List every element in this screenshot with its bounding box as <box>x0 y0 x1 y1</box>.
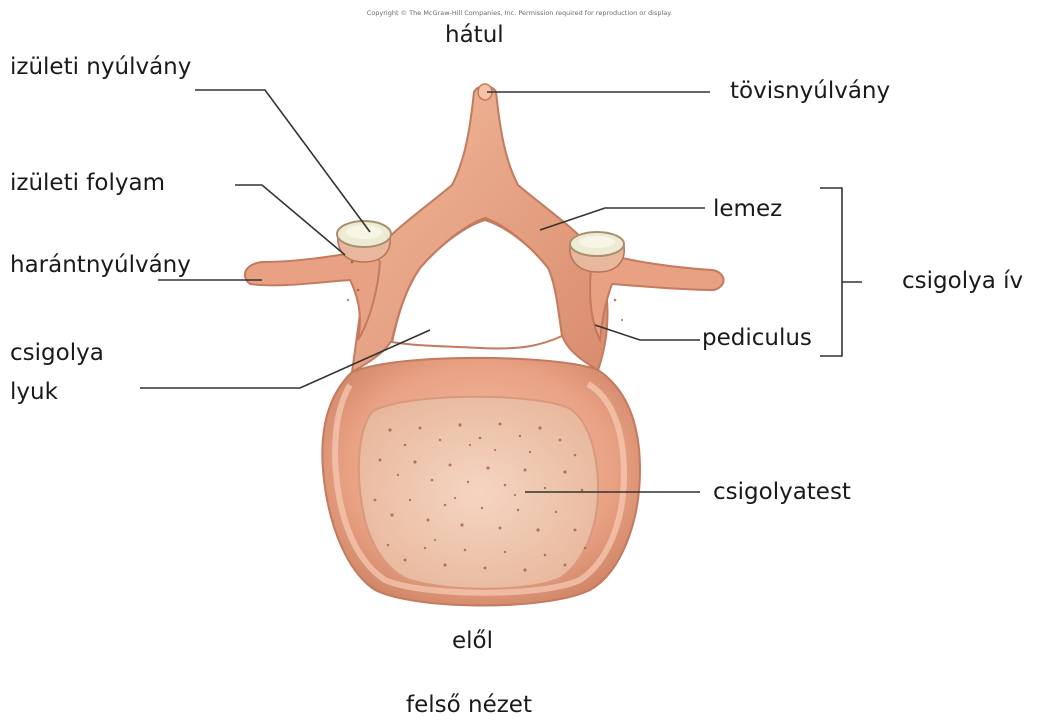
label-vertebral-body: csigolyatest <box>713 479 851 505</box>
left-articular-facet <box>337 221 391 262</box>
label-foramen-line1: csigolya <box>10 340 104 366</box>
label-foramen-line2: lyuk <box>10 379 58 405</box>
copyright-notice: Copyright © The McGraw-Hill Companies, I… <box>0 9 1039 17</box>
vertebral-arch-bracket <box>820 188 842 356</box>
leader-articular-facet <box>235 185 345 255</box>
label-transverse-process: harántnyúlvány <box>10 252 191 278</box>
label-posterior: hátul <box>445 22 504 48</box>
leader-pedicle <box>595 325 700 340</box>
label-spinous-process: tövisnyúlvány <box>730 78 890 104</box>
label-pedicle: pediculus <box>702 325 812 351</box>
label-view: felső nézet <box>406 692 532 718</box>
vertebra-drawing <box>245 84 724 606</box>
right-articular-facet <box>570 232 624 272</box>
label-articular-facet: izületi folyam <box>10 170 165 196</box>
leader-articular-process <box>195 90 370 232</box>
label-lamina: lemez <box>713 196 782 222</box>
label-anterior: elől <box>452 628 493 654</box>
left-transverse-process <box>245 250 380 340</box>
label-articular-process: izületi nyúlvány <box>10 54 191 80</box>
label-vertebral-arch: csigolya ív <box>902 268 1023 294</box>
